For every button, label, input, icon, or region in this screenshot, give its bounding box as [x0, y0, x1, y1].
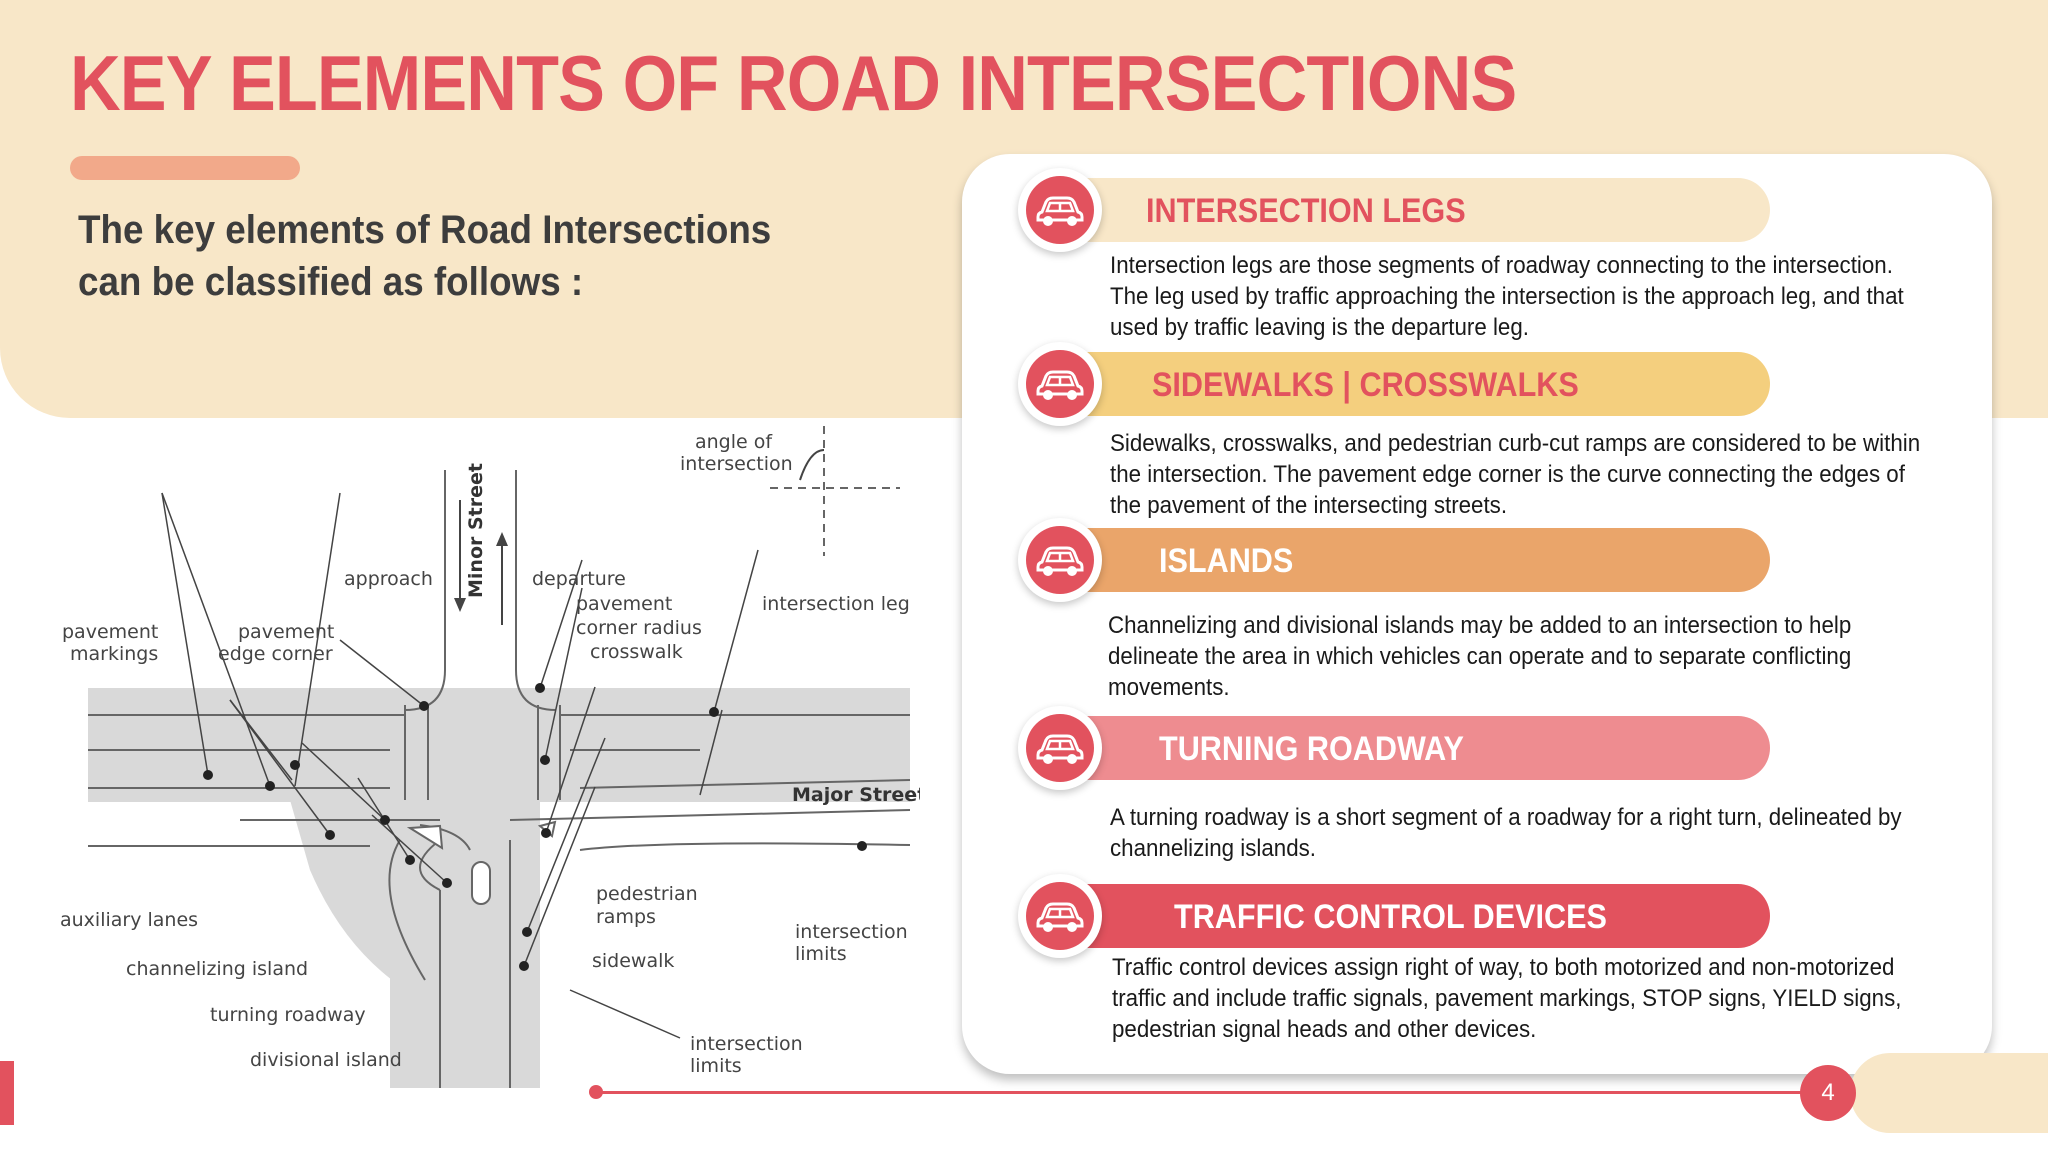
item-pill: [1022, 528, 1770, 592]
page-number: 4: [1800, 1065, 1856, 1121]
item-description: Intersection legs are those segments of …: [1110, 252, 1904, 341]
label-angle-of-intersection-1: angle of: [695, 431, 773, 453]
car-icon: [1036, 734, 1084, 764]
label-pedestrian-ramps-2: ramps: [596, 906, 656, 928]
item-description: Channelizing and divisional islands may …: [1108, 612, 1852, 701]
item-pill: [1022, 884, 1770, 948]
item-icon-badge: [1018, 706, 1102, 790]
title-accent-bar: [70, 156, 300, 180]
label-pavement-markings-2: markings: [70, 643, 158, 665]
label-intersection-leg: intersection leg: [762, 593, 910, 615]
item-description: Sidewalks, crosswalks, and pedestrian cu…: [1110, 430, 1921, 519]
item-description: Traffic control devices assign right of …: [1112, 954, 1902, 1043]
item-heading: TRAFFIC CONTROL DEVICES: [1174, 898, 1607, 936]
item-icon-badge: [1018, 518, 1102, 602]
label-pedestrian-ramps-1: pedestrian: [596, 883, 698, 905]
label-pavement-corner-radius-2: corner radius: [576, 617, 702, 639]
car-icon: [1036, 546, 1084, 576]
label-pavement-markings-1: pavement: [62, 621, 158, 643]
item-pill: [1022, 716, 1770, 780]
label-sidewalk: sidewalk: [592, 950, 674, 972]
item-description: A turning roadway is a short segment of …: [1110, 804, 1902, 862]
label-turning-roadway: turning roadway: [210, 1004, 366, 1026]
channelizing-island-shape: [406, 824, 444, 850]
footer-tab: [1850, 1053, 2048, 1133]
left-edge-marker: [0, 1061, 14, 1125]
turning-area-pavement: [290, 800, 392, 980]
item-pill: [1022, 352, 1770, 416]
label-channelizing-island: channelizing island: [126, 958, 308, 980]
label-angle-of-intersection-2: intersection: [680, 453, 793, 475]
intersection-diagram: angle of intersection Minor Street appro…: [60, 426, 920, 1088]
label-intersection-limits-bottom-2: limits: [690, 1055, 742, 1077]
item-pill: [1022, 178, 1770, 242]
label-crosswalk: crosswalk: [590, 641, 683, 663]
item-heading: TURNING ROADWAY: [1159, 730, 1464, 768]
footer-line: [595, 1091, 1805, 1094]
item-heading: INTERSECTION LEGS: [1146, 192, 1466, 230]
item-heading: ISLANDS: [1159, 542, 1294, 580]
label-pavement-edge-corner-1: pavement: [238, 621, 334, 643]
item-icon-badge: [1018, 342, 1102, 426]
minor-street-pavement: [390, 688, 540, 1088]
elements-card: INTERSECTION LEGS Intersection legs are …: [962, 154, 1992, 1074]
item-icon-badge: [1018, 874, 1102, 958]
car-icon: [1036, 370, 1084, 400]
car-icon: [1036, 902, 1084, 932]
car-icon: [1036, 196, 1084, 226]
label-intersection-limits-bottom-1: intersection: [690, 1033, 803, 1055]
label-pavement-edge-corner-2: edge corner: [218, 643, 333, 665]
label-major-street: Major Street: [792, 784, 920, 806]
label-departure: departure: [532, 568, 626, 590]
label-approach: approach: [344, 568, 433, 590]
label-minor-street: Minor Street: [465, 463, 487, 598]
item-icon-badge: [1018, 168, 1102, 252]
label-divisional-island: divisional island: [250, 1049, 402, 1071]
label-pavement-corner-radius-1: pavement: [576, 593, 672, 615]
intro-text: The key elements of Road Intersections c…: [78, 208, 772, 304]
label-intersection-limits-right-1: intersection: [795, 921, 908, 943]
slide-title: KEY ELEMENTS OF ROAD INTERSECTIONS: [70, 39, 1517, 127]
item-heading: SIDEWALKS | CROSSWALKS: [1152, 366, 1579, 404]
label-auxiliary-lanes: auxiliary lanes: [60, 909, 198, 931]
label-intersection-limits-right-2: limits: [795, 943, 847, 965]
footer-line-dot: [589, 1085, 603, 1099]
divisional-island-shape: [471, 861, 491, 905]
